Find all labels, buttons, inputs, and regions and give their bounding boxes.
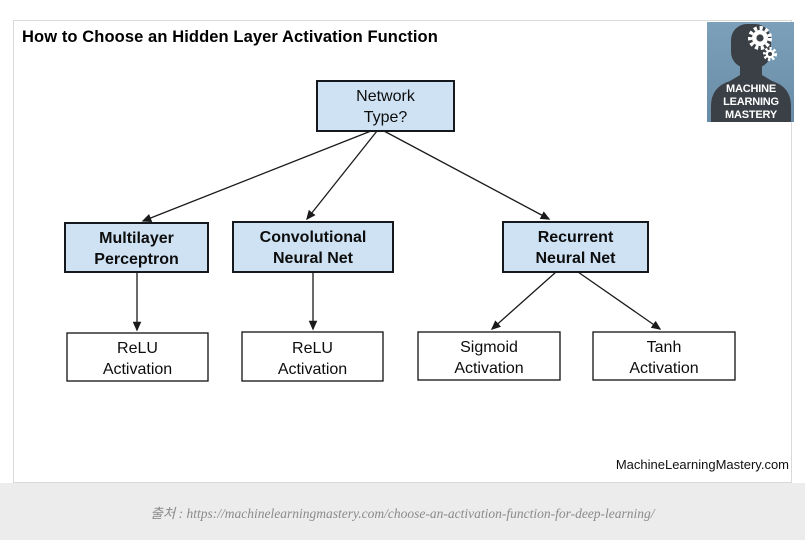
arrow-network-to-mlp xyxy=(141,130,372,222)
logo-text-mastery: MASTERY xyxy=(725,109,778,121)
node-relu-mlp-box xyxy=(66,332,209,382)
node-cnn-box xyxy=(232,221,394,273)
gears-icon xyxy=(748,26,777,61)
node-tanh-box xyxy=(592,331,736,381)
node-label-line: Perceptron xyxy=(94,251,178,268)
node-label-line: Neural Net xyxy=(535,250,616,267)
node-label-line: Neural Net xyxy=(273,250,354,267)
node-label-line: Activation xyxy=(454,360,523,377)
node-label-line: Activation xyxy=(629,360,698,377)
arrow-network-to-cnn xyxy=(306,130,378,221)
node-label-line: Activation xyxy=(278,361,347,378)
node-relu-cnn: ReLU Activation xyxy=(241,331,384,382)
node-label-line: Sigmoid xyxy=(460,339,518,356)
node-network-type-box xyxy=(316,80,455,132)
node-sigmoid-box xyxy=(417,331,561,381)
node-label-line: Type? xyxy=(364,109,408,126)
watermark-text: MachineLearningMastery.com xyxy=(615,457,789,472)
node-relu-cnn-box xyxy=(241,331,384,382)
node-label-line: Activation xyxy=(103,361,172,378)
node-label-line: Network xyxy=(356,88,416,105)
node-network-type: Network Type? xyxy=(316,80,455,132)
node-rnn: Recurrent Neural Net xyxy=(502,221,649,273)
arrow-rnn-to-tanh xyxy=(577,271,662,330)
machine-learning-mastery-logo: MACHINE LEARNING MASTERY xyxy=(707,22,794,122)
source-bar: 출처 : https://machinelearningmastery.com/… xyxy=(0,483,805,540)
node-label-line: Multilayer xyxy=(99,230,174,247)
source-caption: 출처 : https://machinelearningmastery.com/… xyxy=(150,505,655,521)
node-label-line: ReLU xyxy=(117,340,158,357)
arrow-rnn-to-sigmoid xyxy=(490,271,557,330)
page-title: How to Choose an Hidden Layer Activation… xyxy=(22,28,438,46)
logo-text-machine: MACHINE xyxy=(726,83,776,95)
node-cnn: Convolutional Neural Net xyxy=(232,221,394,273)
arrow-network-to-rnn xyxy=(383,130,551,220)
node-label-line: Convolutional xyxy=(260,229,367,246)
node-label-line: Tanh xyxy=(647,339,682,356)
node-sigmoid: Sigmoid Activation xyxy=(417,331,561,381)
node-rnn-box xyxy=(502,221,649,273)
node-label-line: ReLU xyxy=(292,340,333,357)
node-tanh: Tanh Activation xyxy=(592,331,736,381)
logo-text-learning: LEARNING xyxy=(723,96,779,108)
node-relu-mlp: ReLU Activation xyxy=(66,332,209,382)
node-mlp: Multilayer Perceptron xyxy=(64,222,209,273)
node-mlp-box xyxy=(64,222,209,273)
node-label-line: Recurrent xyxy=(538,229,614,246)
